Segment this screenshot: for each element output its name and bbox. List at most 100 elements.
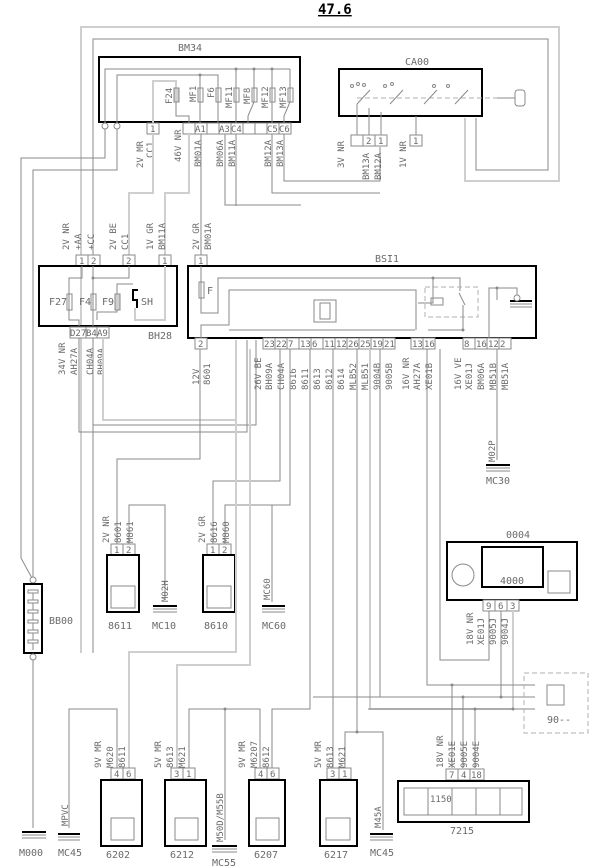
bsi1-pin-number: 7: [288, 340, 293, 350]
svg-text:46V NR: 46V NR: [174, 129, 184, 162]
svg-text:F4: F4: [79, 297, 91, 308]
svg-text:M6207: M6207: [250, 741, 260, 768]
svg-text:AH27A: AH27A: [70, 347, 80, 375]
svg-text:C5: C5: [267, 125, 278, 135]
svg-text:8611: 8611: [108, 621, 132, 632]
car-door-icon: [325, 817, 351, 841]
svg-text:9V MR: 9V MR: [238, 740, 248, 768]
car-door-icon: [174, 817, 199, 841]
battery-cell: [27, 599, 39, 604]
svg-text:2V NR: 2V NR: [102, 515, 112, 543]
svg-text:8611: 8611: [118, 746, 128, 768]
svg-text:BH28: BH28: [148, 331, 172, 342]
svg-text:6207: 6207: [254, 850, 278, 861]
svg-text:M02H: M02H: [161, 580, 171, 602]
svg-text:A1: A1: [195, 125, 206, 135]
svg-text:4: 4: [258, 770, 263, 780]
battery-cells-icon: [27, 589, 39, 650]
svg-text:6: 6: [270, 770, 275, 780]
bsi1-wire-label: BH09A: [265, 362, 275, 390]
svg-text:CC1: CC1: [146, 142, 156, 158]
svg-text:2: 2: [366, 137, 371, 147]
bb00-battery: BB00 M000: [19, 576, 73, 859]
svg-text:1: 1: [378, 137, 383, 147]
bsi1-pin-number: 13: [412, 340, 423, 350]
svg-text:9004J: 9004J: [501, 618, 511, 645]
svg-text:7: 7: [449, 771, 454, 781]
bsi1-wire-label: BM06A: [477, 362, 487, 390]
bsi1-pin-number: 16: [476, 340, 487, 350]
svg-text:6: 6: [126, 770, 131, 780]
svg-text:C4: C4: [231, 125, 242, 135]
bsi1-wire-label: 16V NR: [402, 357, 412, 390]
bsi1-wire-label: 26V BE: [254, 357, 264, 390]
svg-text:8612: 8612: [262, 746, 272, 768]
svg-text:8613: 8613: [326, 746, 336, 768]
mc55-ground: M50D/M55B MC55: [212, 793, 237, 867]
bsi1-pin-number: 22: [276, 340, 287, 350]
svg-text:3: 3: [174, 770, 179, 780]
battery-cell: [27, 589, 39, 594]
svg-text:M621: M621: [178, 746, 188, 768]
svg-text:BB00: BB00: [49, 616, 73, 627]
svg-text:1V NR: 1V NR: [399, 140, 409, 168]
fuse-label: MF11: [225, 86, 235, 108]
bsi1-wire-label: XE01J: [465, 363, 475, 390]
car-door-icon: [255, 817, 280, 841]
bsi1-pin: [382, 337, 396, 350]
c6207-switch: 9V MR M6207 8612 4 6 6207: [238, 349, 311, 861]
bsi1-pin-number: 25: [360, 340, 371, 350]
svg-text:2: 2: [126, 546, 131, 556]
svg-text:1: 1: [162, 257, 167, 267]
bsi1-wire-label: CH04A: [277, 362, 287, 390]
svg-text:BM11A: BM11A: [158, 222, 168, 250]
svg-text:2: 2: [222, 546, 227, 556]
svg-text:SH: SH: [141, 297, 153, 308]
svg-text:0004: 0004: [506, 530, 530, 541]
svg-text:M620: M620: [106, 746, 116, 768]
display-readout: 1150: [430, 795, 452, 805]
shunt-icon: [132, 289, 138, 308]
c8610-washer: 2V GR 8616 M860 1 2 8610 MC60 MC60: [198, 349, 291, 632]
car-icon: [206, 585, 232, 609]
svg-text:9005J: 9005J: [489, 618, 499, 645]
svg-text:2V GR: 2V GR: [192, 222, 202, 250]
svg-text:3: 3: [330, 770, 335, 780]
fuse-label: MF8: [243, 88, 253, 104]
bsi1-pin-number: 16: [424, 340, 435, 350]
svg-text:2V NR: 2V NR: [62, 222, 72, 250]
svg-text:2V MR: 2V MR: [136, 140, 146, 168]
bsi1-wire-label: 8614: [337, 368, 347, 390]
svg-text:XE01J: XE01J: [477, 618, 487, 645]
battery-cell: [27, 619, 39, 624]
svg-text:18: 18: [471, 771, 482, 781]
svg-text:1: 1: [150, 125, 155, 135]
bsi1-pin-number: 11: [324, 340, 335, 350]
bsi1-wire-label: 9004B: [373, 363, 383, 390]
bsi1-wire-label: 8611: [301, 368, 311, 390]
svg-text:MC10: MC10: [152, 621, 176, 632]
svg-text:M621: M621: [338, 746, 348, 768]
svg-text:XE01E: XE01E: [448, 741, 458, 768]
svg-text:8616: 8616: [210, 521, 220, 543]
bsi1-wire-label: AH27A: [413, 362, 423, 390]
bsi1-wire-label: MLB51: [361, 363, 371, 390]
svg-text:5V MR: 5V MR: [154, 740, 164, 768]
svg-text:6202: 6202: [106, 850, 130, 861]
svg-text:1: 1: [342, 770, 347, 780]
page-title: 47.6: [318, 2, 352, 18]
ca00-ignition-switch: CA00 2 1 1 3V NR BM13A BM12A 1V NR: [337, 57, 526, 180]
svg-text:BM13A: BM13A: [362, 152, 372, 180]
svg-text:9005E: 9005E: [460, 741, 470, 768]
svg-text:MC55: MC55: [212, 858, 236, 867]
svg-text:34V NR: 34V NR: [58, 342, 68, 375]
svg-text:8610: 8610: [204, 621, 228, 632]
svg-text:BM12A: BM12A: [264, 139, 274, 167]
ca00-label: CA00: [405, 57, 429, 68]
bm34-label: BM34: [178, 43, 202, 54]
svg-text:CH04A: CH04A: [86, 347, 96, 375]
car-door-icon: [110, 817, 135, 841]
svg-text:+AA: +AA: [74, 233, 84, 250]
